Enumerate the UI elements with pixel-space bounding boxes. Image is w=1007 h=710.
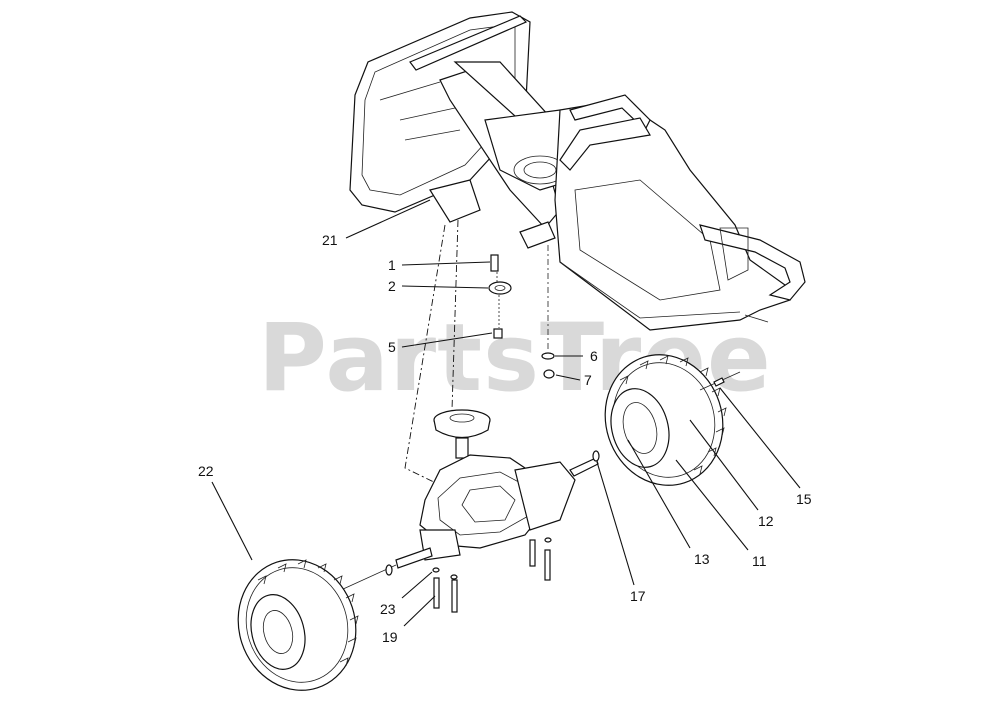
nut-part-7 (543, 369, 555, 379)
callout-12: 12 (758, 513, 774, 529)
callout-6: 6 (590, 348, 598, 364)
callouts: 21 1 2 5 6 7 15 12 11 13 17 22 23 19 (198, 232, 812, 645)
callout-5: 5 (388, 339, 396, 355)
rim-part-13 (610, 388, 670, 468)
washer-part-17 (592, 450, 600, 462)
callout-1: 1 (388, 257, 396, 273)
callout-19: 19 (382, 629, 398, 645)
callout-15: 15 (796, 491, 812, 507)
washer-part-6 (541, 352, 555, 360)
clip-part-15 (713, 377, 725, 387)
transaxle-pulley (433, 409, 491, 459)
hardware-stack (488, 254, 512, 339)
left-rear-wheel (237, 559, 359, 691)
callout-2: 2 (388, 278, 396, 294)
callout-21: 21 (322, 232, 338, 248)
belt-path-center (451, 219, 459, 411)
belt-path-left (404, 224, 446, 486)
right-rear-wheel (604, 354, 741, 486)
callout-7: 7 (584, 372, 592, 388)
pin-part-19 (433, 577, 440, 609)
idler-pulley-part-2 (488, 281, 512, 295)
leader-lines (211, 199, 801, 627)
transaxle (329, 450, 600, 596)
bolt-part-1 (490, 254, 499, 272)
washer-part-23 (432, 567, 440, 573)
washer-nut (541, 245, 555, 379)
nut-part-5 (493, 328, 503, 339)
callout-17: 17 (630, 588, 646, 604)
frame-assembly (349, 11, 806, 331)
callout-23: 23 (380, 601, 396, 617)
callout-13: 13 (694, 551, 710, 567)
pins (432, 537, 552, 613)
callout-11: 11 (752, 553, 767, 569)
callout-22: 22 (198, 463, 214, 479)
